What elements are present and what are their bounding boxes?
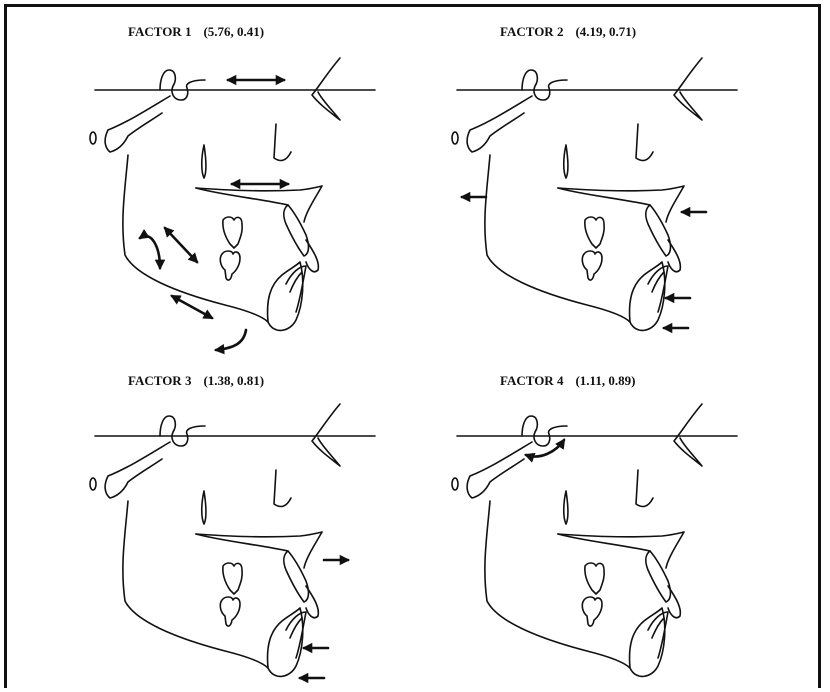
curved-arrow xyxy=(140,236,160,268)
panel-title-factor-4: FACTOR 4(1.11, 0.89) xyxy=(500,373,635,388)
skull-tracing xyxy=(452,58,737,330)
panel-factor-4 xyxy=(452,404,737,676)
panel-factor-2 xyxy=(452,58,737,330)
panel-factor-3 xyxy=(90,404,375,678)
curved-arrow xyxy=(216,330,246,350)
panel-title-factor-2: FACTOR 2(4.19, 0.71) xyxy=(500,24,636,39)
skull-tracing xyxy=(90,58,375,330)
panel-title-factor-1: FACTOR 1(5.76, 0.41) xyxy=(128,24,264,39)
skull-tracing xyxy=(90,404,375,676)
panel-title-factor-3: FACTOR 3(1.38, 0.81) xyxy=(128,373,264,388)
panel-factor-1 xyxy=(90,58,375,350)
skull-tracing xyxy=(452,404,737,676)
double-arrow xyxy=(165,228,197,262)
